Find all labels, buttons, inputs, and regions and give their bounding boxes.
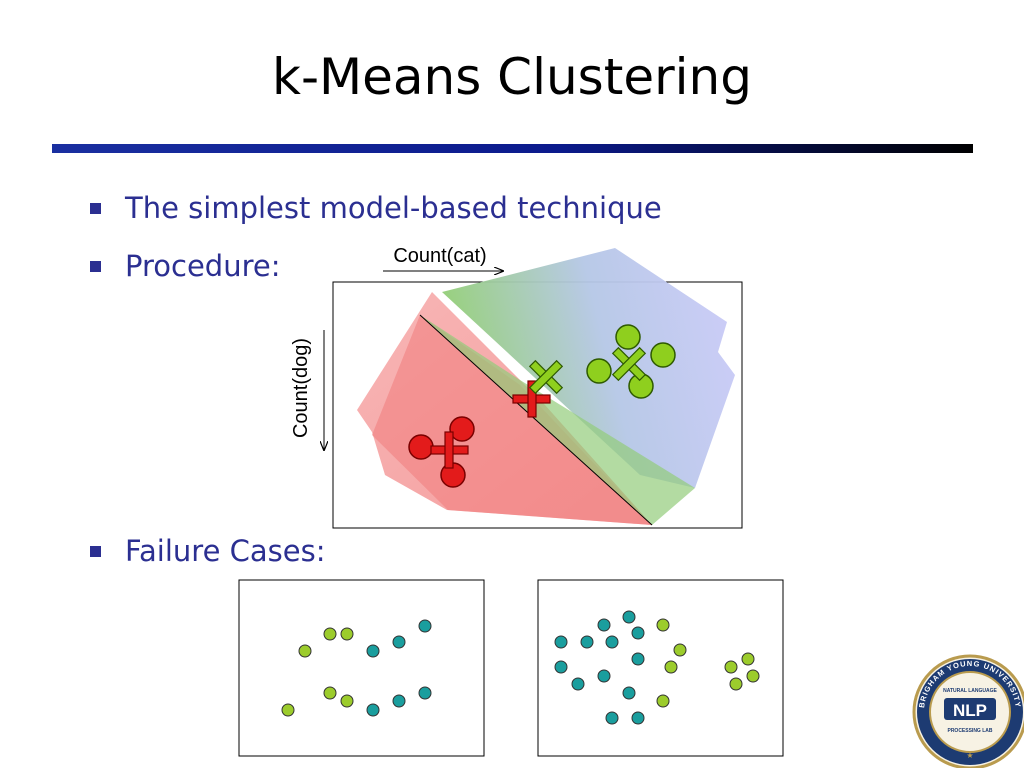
green-point — [340, 694, 354, 708]
bullet-failure: Failure Cases: — [90, 537, 325, 566]
y-axis-label: Count(dog) — [290, 338, 312, 438]
logo-center-text: NLP — [953, 701, 987, 720]
logo-bottom-text: PROCESSING LAB — [947, 728, 992, 734]
green-point — [664, 660, 678, 674]
green-cluster-points — [586, 324, 676, 399]
bullet-square-icon — [90, 261, 101, 272]
logo-star-icon: ★ — [966, 751, 973, 760]
green-point — [729, 677, 743, 691]
teal-point — [631, 626, 645, 640]
green-point — [281, 703, 295, 717]
teal-point — [392, 694, 406, 708]
teal-point — [597, 669, 611, 683]
red-point — [449, 416, 475, 442]
teal-point — [392, 635, 406, 649]
green-region-front — [420, 315, 695, 525]
green-point — [650, 342, 676, 368]
title-underline — [52, 144, 973, 153]
green-point — [741, 652, 755, 666]
logo-top-text: NATURAL LANGUAGE — [943, 688, 997, 694]
teal-point — [554, 660, 568, 674]
failure-case-2-points — [554, 610, 760, 725]
green-point — [746, 669, 760, 683]
teal-point — [631, 652, 645, 666]
teal-point — [418, 686, 432, 700]
teal-point — [631, 711, 645, 725]
teal-point — [622, 686, 636, 700]
red-point — [408, 434, 434, 460]
failure-case-1-points — [281, 619, 432, 717]
failure-case-1-frame — [238, 579, 485, 757]
red-centroid-previous — [512, 380, 551, 418]
teal-point — [554, 635, 568, 649]
bullet-simplest: The simplest model-based technique — [90, 194, 662, 223]
green-point — [615, 324, 641, 350]
teal-point — [605, 711, 619, 725]
teal-point — [418, 619, 432, 633]
teal-point — [597, 618, 611, 632]
green-point — [656, 694, 670, 708]
byu-nlp-logo: BRIGHAM YOUNG UNIVERSITY NATURAL LANGUAG… — [912, 654, 1024, 768]
green-centroid-current — [611, 346, 647, 382]
green-point — [586, 358, 612, 384]
x-axis-label: Count(cat) — [393, 245, 486, 267]
teal-point — [366, 644, 380, 658]
teal-point — [605, 635, 619, 649]
decision-boundary — [419, 314, 653, 526]
green-point — [323, 686, 337, 700]
slide-title: k-Means Clustering — [272, 48, 752, 106]
teal-point — [366, 703, 380, 717]
red-centroid-current — [430, 431, 469, 469]
green-point — [298, 644, 312, 658]
bullet-text: Failure Cases: — [125, 534, 326, 568]
green-point — [340, 627, 354, 641]
teal-point — [571, 677, 585, 691]
green-point — [724, 660, 738, 674]
bullet-text: Procedure: — [125, 249, 281, 283]
green-centroid-previous — [528, 359, 564, 395]
logo-nlp-plate — [944, 698, 996, 720]
green-point — [656, 618, 670, 632]
bullet-square-icon — [90, 546, 101, 557]
bullet-text: The simplest model-based technique — [125, 191, 662, 225]
teal-point — [622, 610, 636, 624]
bullet-square-icon — [90, 203, 101, 214]
teal-point — [580, 635, 594, 649]
green-point — [673, 643, 687, 657]
failure-case-2-frame — [537, 579, 784, 757]
red-cluster-points — [408, 416, 475, 488]
bullet-procedure: Procedure: — [90, 252, 280, 281]
green-point — [323, 627, 337, 641]
